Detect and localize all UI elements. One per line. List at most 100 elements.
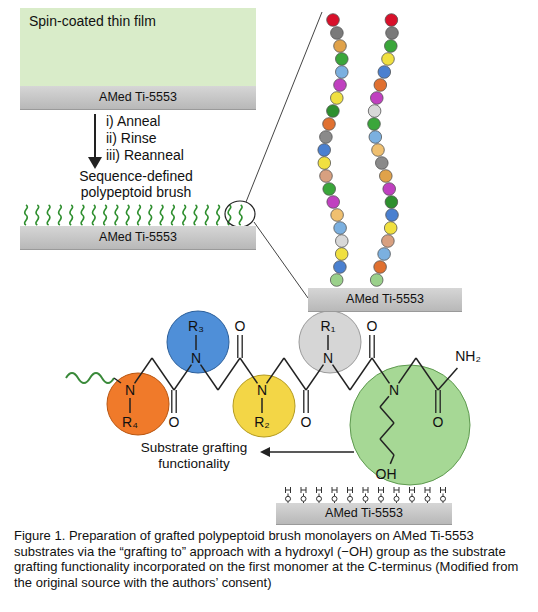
monomer-bead (318, 144, 331, 157)
process-arrow-head (88, 157, 102, 169)
monomer-circle (233, 375, 295, 437)
substrate-label: AMed Ti-5553 (346, 292, 424, 307)
layer-label: Spin-coated thin film (29, 13, 247, 30)
substrate-bar: AMed Ti-5553 (20, 226, 256, 250)
bond (416, 358, 438, 390)
brush-chain (36, 205, 39, 225)
chain-tail (66, 373, 114, 383)
monomer-bead (327, 196, 340, 209)
monomer-bead (386, 27, 399, 40)
hydroxyl-symbol (443, 494, 444, 497)
hydroxyl-symbol (363, 496, 368, 501)
brush-chain (92, 205, 95, 225)
monomer-bead (323, 118, 336, 131)
hydroxyl-symbol (410, 496, 415, 501)
bond (399, 358, 416, 383)
monomer-bead (334, 79, 347, 92)
double-bond (303, 390, 304, 413)
atom-label: R₃ (188, 319, 204, 333)
monomer-bead (331, 27, 344, 40)
monomer-bead (327, 105, 340, 118)
hydroxyl-symbol (348, 496, 353, 501)
monomer-bead (331, 92, 344, 105)
hydroxyl-symbol (425, 496, 430, 501)
brush-label: Sequence-defined polypeptoid brush (56, 168, 216, 200)
bond (380, 396, 389, 407)
bond (380, 439, 394, 455)
atom-label: NH₂ (455, 349, 481, 363)
hydroxyl-symbol (441, 490, 446, 491)
bond (438, 368, 457, 390)
bond (218, 358, 240, 390)
monomer-circle (167, 311, 229, 373)
brush-chain (70, 205, 73, 225)
atom-label: O (169, 415, 180, 429)
hydroxyl-symbol (350, 494, 351, 497)
brush-chain (171, 205, 174, 225)
double-bond (440, 390, 441, 413)
monomer-bead (380, 170, 393, 183)
monomer-circle (107, 373, 169, 435)
hydroxyl-symbol (394, 490, 399, 491)
hydroxyl-symbol (379, 496, 384, 501)
bond (135, 358, 152, 383)
hydroxyl-symbol (396, 494, 397, 497)
monomer-bead (382, 235, 395, 248)
hydroxyl-symbol (441, 496, 446, 501)
pointer-arrow-head (260, 447, 270, 457)
atom-label: R₁ (321, 319, 336, 333)
monomer-bead (376, 157, 389, 170)
atom-label: OH (376, 467, 397, 481)
hydroxyl-symbol (332, 496, 337, 501)
hydroxyl-symbol (427, 494, 428, 497)
monomer-bead (385, 196, 398, 209)
monomer-bead (320, 170, 333, 183)
bond (129, 398, 131, 413)
atom-label: N (191, 351, 201, 365)
brush-chain (205, 205, 208, 225)
brush-chain (81, 205, 84, 225)
brush-chain (160, 205, 163, 225)
atom-label: N (389, 383, 399, 397)
atom-label: O (367, 319, 378, 333)
substrate-bar: AMed Ti-5553 (20, 86, 256, 110)
hydroxyl-symbol (317, 496, 322, 501)
bond (306, 365, 323, 390)
monomer-bead (369, 131, 382, 144)
bond (333, 365, 350, 390)
hydroxyl-symbol (365, 494, 366, 497)
monomer-bead (368, 105, 381, 118)
monomer-bead (336, 53, 349, 66)
atom-label: N (125, 383, 135, 397)
hydroxyl-symbol (319, 494, 320, 497)
process-step: i) Anneal (106, 113, 160, 129)
hydroxyl-symbol (317, 490, 322, 491)
bond (350, 358, 372, 390)
process-step: ii) Rinse (106, 130, 157, 146)
zoom-line (246, 12, 322, 202)
double-bond (237, 335, 238, 358)
bond (195, 335, 197, 350)
monomer-bead (368, 118, 381, 131)
bond (372, 358, 389, 383)
monomer-bead (385, 40, 398, 53)
hydroxyl-symbol (286, 496, 291, 501)
atom-label: N (323, 351, 333, 365)
atom-label: R₂ (254, 415, 270, 429)
bond (390, 455, 394, 464)
substrate-label: AMed Ti-5553 (99, 90, 177, 105)
monomer-bead (370, 274, 383, 287)
bond (267, 358, 284, 383)
double-bond (176, 390, 177, 413)
figure-caption: Figure 1. Preparation of grafted polypep… (14, 528, 524, 590)
process-arrow-shaft (94, 114, 96, 158)
brush-chain (217, 205, 220, 225)
hydroxyl-symbol (286, 490, 291, 491)
zoom-line (254, 222, 308, 298)
brush-chain (183, 205, 186, 225)
callout-label: Substrate grafting functionality (128, 440, 260, 471)
double-bond (435, 390, 436, 413)
double-bond (369, 335, 370, 358)
monomer-bead (372, 144, 385, 157)
bond (380, 423, 394, 439)
